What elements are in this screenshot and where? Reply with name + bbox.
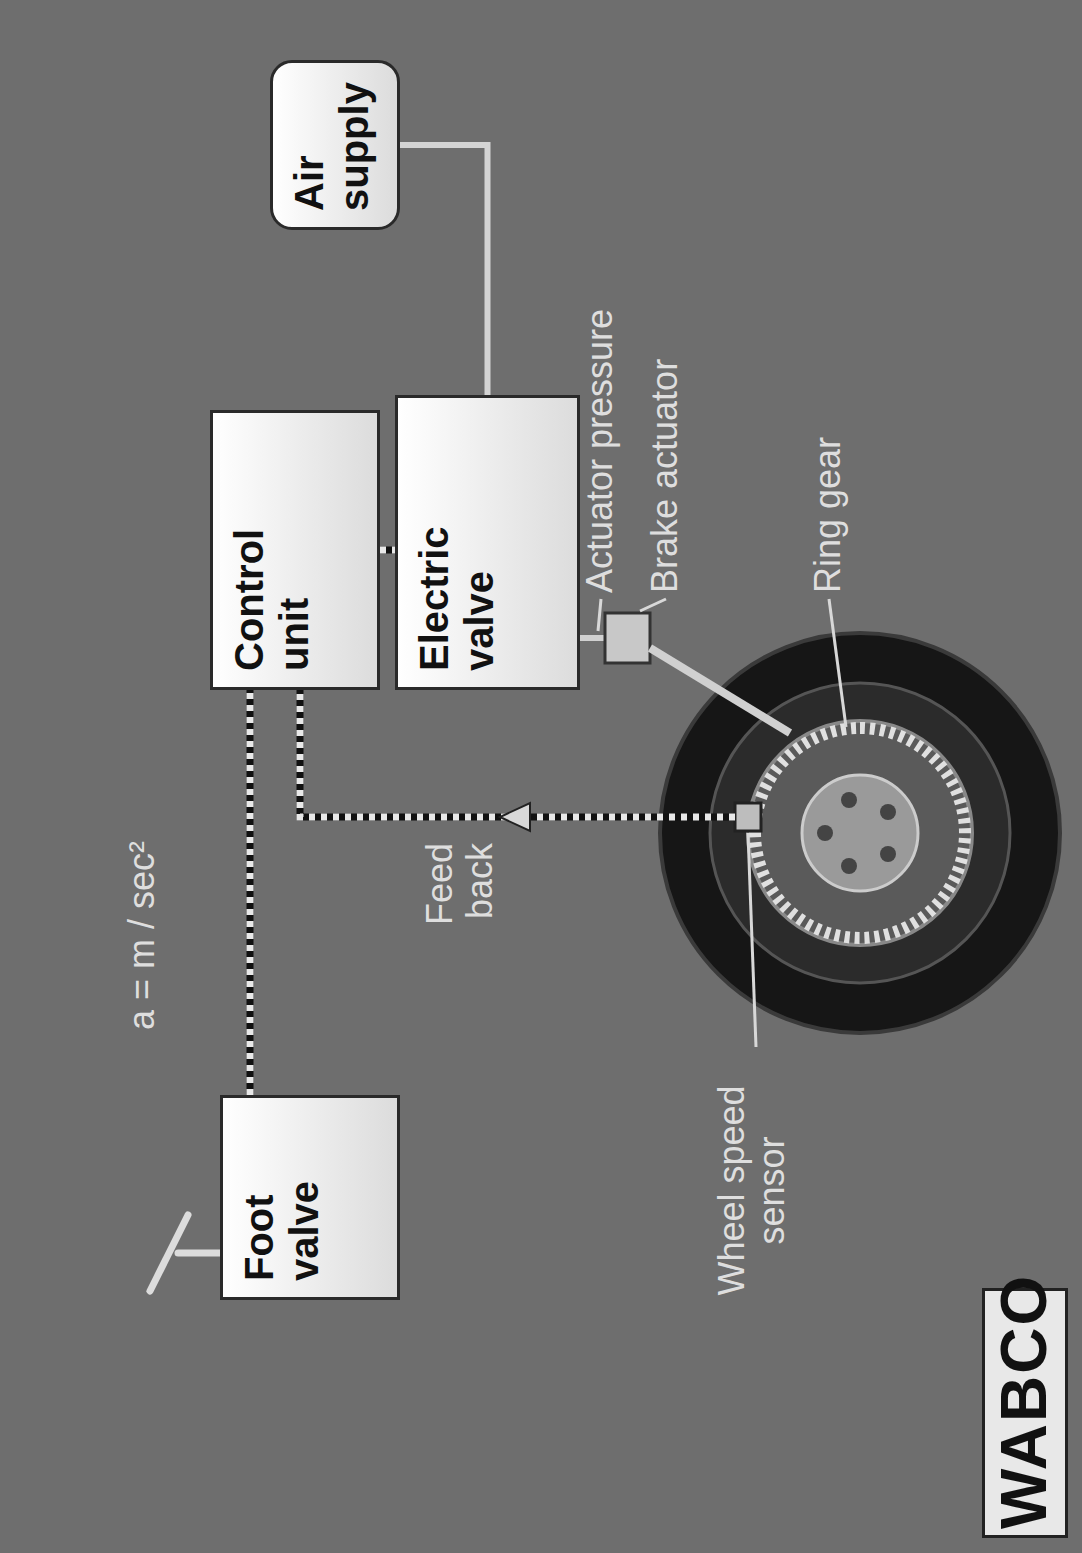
formula-label: a = m / sec² [122,690,162,1030]
pedal-plate [150,1215,188,1291]
foot-pedal [150,1215,220,1291]
wire-dash [247,690,254,1095]
hub [802,775,918,891]
push-rod [650,648,790,733]
valve-box: Electric valve [395,395,580,690]
wheel-speed-sensor [735,803,761,831]
wire-line [247,690,254,1095]
logo: WABCO [982,1288,1068,1538]
leader-line [829,599,846,727]
valve-box: Foot valve [220,1095,400,1300]
part-label: Ring gear [808,393,848,593]
air-line [580,635,607,641]
rim [710,683,1010,983]
signal-label: Feed back [420,843,501,953]
part-label: Brake actuator [645,293,685,593]
air-pipe [400,145,488,395]
lug-nuts [817,792,896,874]
feedback-line-base [300,690,735,817]
box-text: Control unit [227,496,317,671]
lug-nut [841,858,857,874]
leader-line [640,599,666,611]
pedal-stem [178,1250,220,1257]
lug-nut [841,792,857,808]
brake-actuator [605,613,650,663]
lug-nut [880,846,896,862]
box-text: Foot valve [237,1114,327,1281]
lug-nut [880,804,896,820]
supply-box: Air supply [270,60,400,230]
brake-drum [748,721,972,945]
signal-wire [380,550,395,551]
box-text: Electric valve [412,496,502,671]
ring-gear [755,728,965,938]
wire-line [400,145,488,395]
part-label: Wheel speed sensor [712,1053,793,1328]
lug-nut [817,825,833,841]
control-box: Control unit [210,410,380,690]
feedback-line-dash [300,690,735,817]
box-text: Air supply [287,79,377,211]
feedback-line [300,690,735,817]
leader-line [598,599,601,631]
wire-line [380,547,395,554]
signal-wire [250,690,251,1095]
part-label: Actuator pressure [580,233,620,593]
feedback-arrow [500,803,530,831]
leader-line [748,833,756,1047]
wire-dash [380,547,395,554]
leader-lines [598,599,846,1047]
